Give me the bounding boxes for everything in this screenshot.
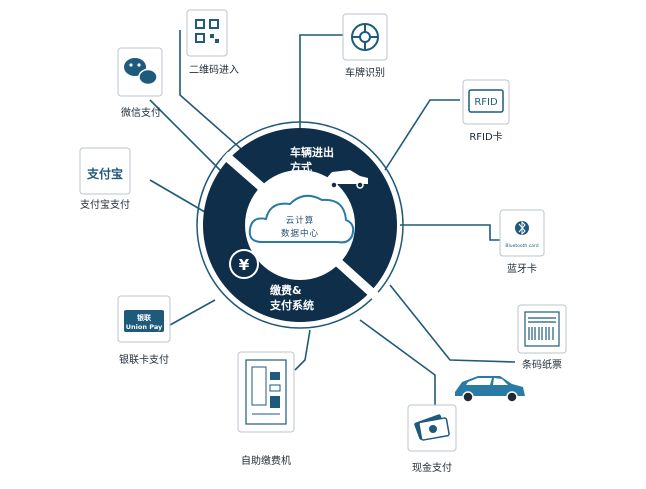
rfid-label: RFID卡 [469, 130, 502, 143]
cash-icon [414, 414, 450, 441]
hub: 云计算 数据中心 车辆进出 方式 缴费& 支付系统 ¥ [196, 121, 404, 329]
svg-text:Union Pay: Union Pay [126, 323, 163, 331]
barcode-ticket-icon [524, 311, 560, 347]
yen-icon: ¥ [229, 249, 259, 279]
node-unionpay: 银联 Union Pay 银联卡支付 [117, 295, 171, 366]
node-rfid: RFID RFID卡 [462, 79, 510, 143]
wechat-icon [124, 58, 158, 86]
node-barcode: 条码纸票 [517, 304, 567, 371]
qrcode-icon [195, 19, 219, 43]
kiosk-label: 自助缴费机 [241, 454, 291, 467]
connector-alipay [149, 179, 211, 216]
bluetooth-icon [515, 220, 529, 236]
bluetooth-label: 蓝牙卡 [507, 262, 537, 275]
payment-system-label-2: 支付系统 [269, 298, 314, 312]
connector-cash [359, 319, 436, 410]
hub-car-icon [325, 170, 368, 189]
barcode-label: 条码纸票 [522, 358, 562, 371]
alipay-logo: 支付宝 [86, 166, 123, 181]
cloud-icon [248, 194, 355, 244]
access-methods-label-2: 方式 [290, 160, 312, 174]
connector-rfid [384, 99, 460, 171]
connector-unionpay [169, 299, 216, 326]
unionpay-label: 银联卡支付 [119, 353, 169, 366]
node-alipay: 支付宝 支付宝支付 [79, 147, 131, 211]
wechat-label: 微信支付 [121, 106, 161, 119]
node-qrcode: 二维码进入 [186, 9, 239, 76]
wheel-icon [351, 23, 379, 51]
node-wechat: 微信支付 [117, 47, 163, 119]
rfid-card-icon [468, 89, 504, 113]
cash-label: 现金支付 [412, 461, 452, 474]
cloud-text-2: 数据中心 [281, 228, 319, 239]
kiosk-icon [245, 359, 287, 425]
connector-qrcode [179, 30, 266, 171]
access-methods-label-1: 车辆进出 [290, 145, 334, 159]
svg-text:银联: 银联 [137, 313, 152, 322]
connector-plate [299, 34, 350, 140]
cloud-text-1: 云计算 [286, 215, 315, 226]
node-bluetooth: Bluetooth card 蓝牙卡 [499, 209, 545, 275]
rfid-card-text: RFID [474, 97, 498, 108]
unionpay-logo: 银联 Union Pay [124, 310, 164, 332]
car-icon [455, 376, 525, 403]
bluetooth-card-text: Bluetooth card [505, 243, 538, 249]
node-kiosk: 自助缴费机 [237, 351, 295, 467]
alipay-label: 支付宝支付 [80, 198, 130, 211]
node-cash: 现金支付 [407, 404, 457, 474]
node-plate: 车牌识别 [342, 13, 388, 79]
payment-system-label-1: 缴费& [270, 283, 302, 297]
connector-lines [149, 30, 516, 410]
connector-bluetooth [400, 224, 500, 241]
qrcode-label: 二维码进入 [189, 63, 239, 76]
connector-kiosk [294, 329, 311, 371]
connector-wechat [149, 99, 231, 181]
svg-text:¥: ¥ [239, 256, 250, 274]
connector-barcode [389, 284, 516, 363]
hub-ring-outline [196, 121, 404, 329]
plate-label: 车牌识别 [345, 66, 385, 79]
